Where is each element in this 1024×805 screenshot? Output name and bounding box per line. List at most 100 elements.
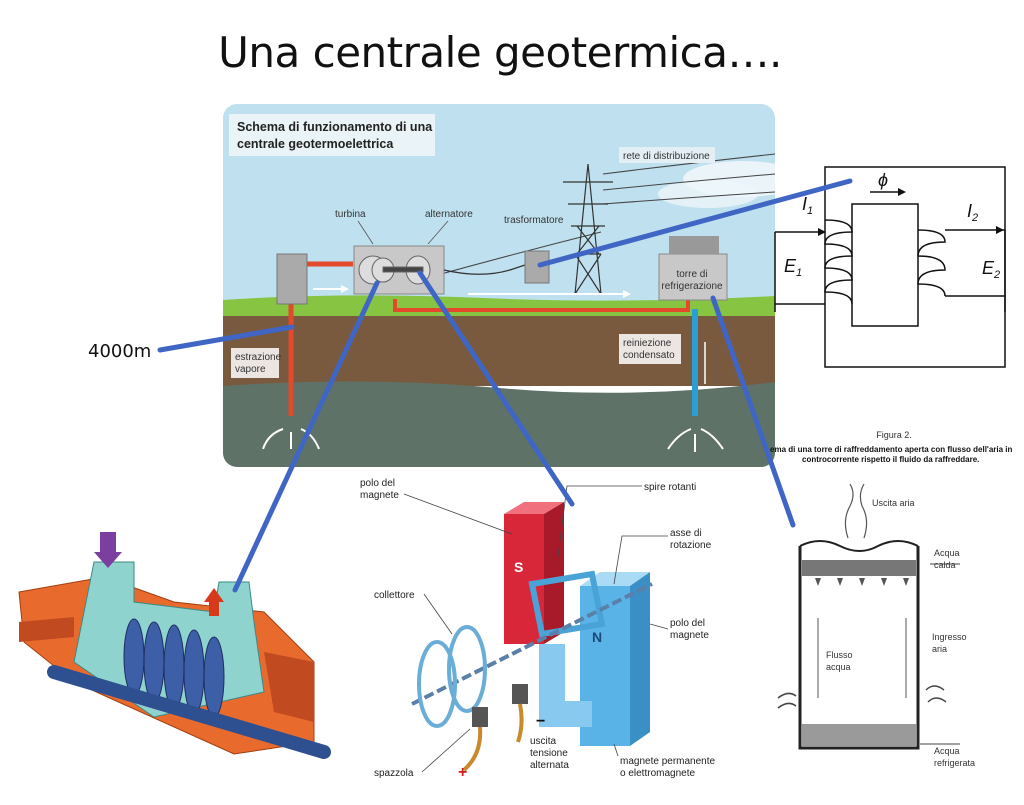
- transformer-box: [524, 250, 550, 284]
- turbine-flange: [264, 652, 314, 722]
- rotating-coil: [528, 570, 606, 638]
- flow-arrow-head: [623, 290, 631, 298]
- air-in-label-1: Ingresso: [932, 632, 967, 642]
- output-wires: [462, 703, 524, 772]
- cooling-tower-figure: Figura 2. ema di una torre di raffreddam…: [770, 430, 1013, 768]
- geothermal-scheme: Schema di funzionamento di una centrale …: [223, 104, 775, 467]
- output-label-2: tensione: [530, 748, 568, 759]
- pole-n-label: N: [592, 629, 602, 645]
- air-in-label-2: aria: [932, 644, 947, 654]
- cooling-tower-fans: [669, 236, 719, 254]
- extraction-label-box: [231, 348, 279, 378]
- cooled-water-label-2: refrigerata: [934, 758, 975, 768]
- steam-outlet-arrow-head: [204, 588, 224, 602]
- air-out-label: Uscita aria: [872, 498, 915, 508]
- scheme-title-line2: centrale geotermoelettrica: [237, 137, 394, 151]
- current-i2-label: I2: [967, 201, 978, 224]
- flux-symbol: ϕ: [878, 170, 888, 190]
- scheme-title-line1: Schema di funzionamento di una: [237, 120, 433, 134]
- cloud: [658, 180, 758, 208]
- hot-water-label-2: calda: [934, 560, 956, 570]
- transformer-core-window: [851, 203, 919, 327]
- connector-depth: [157, 324, 295, 353]
- collector-label: collettore: [374, 590, 415, 601]
- separator-block: [276, 253, 308, 305]
- pole2-label-2: magnete: [670, 630, 709, 641]
- distribution-network-label: rete di distribuzione: [623, 151, 710, 162]
- power-line: [602, 191, 775, 205]
- turbine-shaft: [47, 665, 331, 759]
- brush-label: spazzola: [374, 768, 414, 779]
- extraction-label-1: estrazione: [235, 352, 282, 363]
- air-in-arrows-right: [925, 685, 947, 703]
- output-label-3: alternata: [530, 760, 569, 771]
- turbine-cutaway: [18, 532, 331, 759]
- air-out-arrows-icon: [844, 483, 868, 539]
- brush: [512, 684, 528, 704]
- collector-ring: [417, 640, 457, 728]
- rotating-coils-label: spire rotanti: [644, 482, 696, 493]
- cold-water-basin: [802, 724, 916, 746]
- rock-layer: [223, 381, 775, 467]
- figure-caption-1: ema di una torre di raffreddamento apert…: [770, 445, 1013, 454]
- plus-sign: +: [458, 764, 467, 781]
- water-flow-label-1: Flusso: [826, 650, 853, 660]
- pole1-label-1: polo del: [360, 478, 395, 489]
- condensate-pipe: [393, 299, 690, 312]
- magnet-type-label-2: o elettromagnete: [620, 768, 695, 779]
- transformer-circuit: ϕ I1 I2 E1 E2: [774, 166, 1006, 368]
- cooling-tower-label-2: refrigerazione: [661, 281, 723, 292]
- circuit-wires: [774, 229, 1006, 312]
- figure-number: Figura 2.: [876, 430, 912, 440]
- figure-caption-2: controcorrente rispetto il fluido da raf…: [802, 455, 979, 464]
- secondary-coil-icon: [917, 229, 946, 297]
- water-flow-arrows: [817, 618, 907, 698]
- steam-outlet-arrow: [209, 600, 219, 616]
- distribution-label-box: [619, 147, 715, 163]
- depth-label: 4000m: [88, 341, 152, 362]
- connector-turbine: [232, 280, 380, 593]
- transformer-label: trasformatore: [504, 215, 564, 226]
- current-arrow-secondary: [996, 226, 1004, 234]
- cooling-tower-box: [658, 253, 728, 301]
- power-line: [602, 173, 775, 191]
- air-in-arrows-left: [777, 692, 797, 709]
- connector-alternator: [417, 270, 575, 507]
- current-i1-label: I1: [802, 194, 813, 217]
- soil-layer: [223, 316, 775, 386]
- magnet-type-label-1: magnete permanente: [620, 756, 716, 767]
- flow-arrow-head: [341, 285, 349, 293]
- collector-ring: [447, 625, 487, 713]
- turbine-flange: [19, 617, 74, 642]
- hot-water-label-1: Acqua: [934, 548, 960, 558]
- output-label-1: uscita: [530, 736, 557, 747]
- connector-cooling-tower: [710, 295, 796, 528]
- extraction-label-2: vapore: [235, 364, 266, 375]
- minus-sign: −: [536, 713, 545, 730]
- pole1-label-2: magnete: [360, 490, 399, 501]
- alternator-label: alternatore: [425, 209, 473, 220]
- water-distribution-pipe: [802, 560, 916, 576]
- water-flow-label-2: acqua: [826, 662, 851, 672]
- current-arrow-primary: [818, 228, 826, 236]
- power-line: [602, 153, 775, 175]
- primary-coil-icon: [824, 219, 853, 305]
- reinjection-label-2: condensato: [623, 350, 675, 361]
- reinjection-label-box: [619, 334, 681, 364]
- connector-transformer: [537, 178, 853, 268]
- tower-walls: [798, 546, 920, 750]
- pole-s-label: S: [514, 559, 523, 575]
- pole2-label-1: polo del: [670, 618, 705, 629]
- reinjection-label-1: reiniezione: [623, 338, 672, 349]
- axis-label-2: rotazione: [670, 540, 712, 551]
- magnet-yoke: [539, 644, 592, 727]
- page-title: Una centrale geotermica….: [218, 28, 782, 77]
- voltage-e1-label: E1: [784, 256, 802, 279]
- cooling-tower-label-1: torre di: [676, 269, 707, 280]
- flux-arrow-head: [898, 188, 906, 196]
- voltage-e2-label: E2: [982, 258, 1000, 281]
- scheme-title-box: [229, 114, 435, 156]
- axis-label-1: asse di: [670, 528, 702, 539]
- turbine-label: turbina: [335, 209, 366, 220]
